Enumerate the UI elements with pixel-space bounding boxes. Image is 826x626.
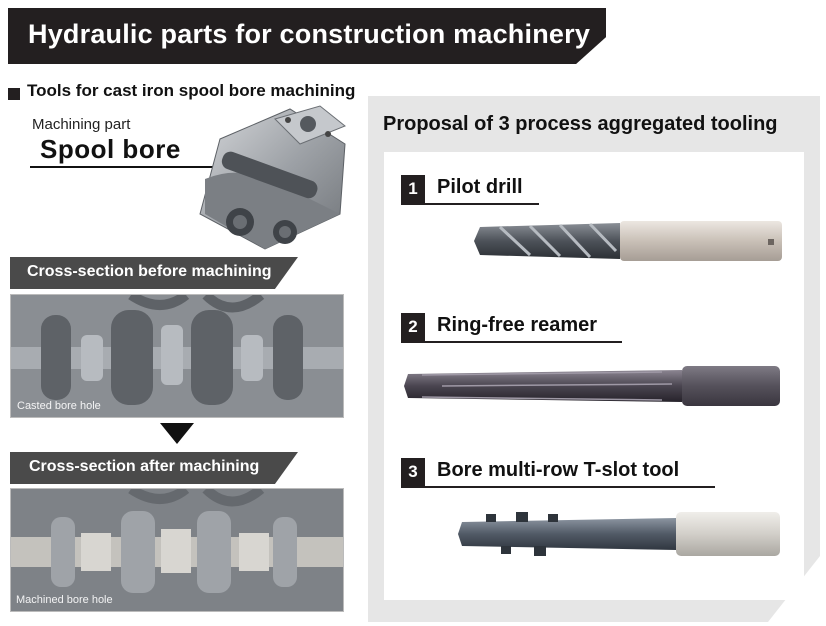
step-underline-3 (401, 486, 715, 488)
machining-part-name: Spool bore (40, 134, 181, 164)
casted-bore-caption: Casted bore hole (17, 400, 101, 412)
section-heading: Tools for cast iron spool bore machining (27, 81, 356, 100)
cross-section-after-label: Cross-section after machining (29, 458, 260, 475)
step-name-2: Ring-free reamer (437, 314, 598, 336)
cross-section-before-label-bar (10, 257, 298, 289)
part-name-underline (30, 166, 226, 168)
down-arrow-icon (160, 423, 194, 444)
machined-bore-caption: Machined bore hole (16, 594, 113, 606)
step-name-3: Bore multi-row T-slot tool (437, 459, 680, 481)
cross-section-after-photo (10, 488, 344, 612)
step-underline-2 (401, 341, 622, 343)
page-title: Hydraulic parts for construction machine… (28, 19, 591, 49)
ring-free-reamer-image (404, 366, 780, 406)
machining-part-label: Machining part (32, 116, 131, 133)
step-number-3: 3 (401, 458, 425, 486)
pilot-drill-image (474, 221, 782, 261)
bullet-square-icon (8, 88, 20, 100)
step-number-2: 2 (401, 313, 425, 341)
panel-title: Proposal of 3 process aggregated tooling (383, 113, 778, 135)
cross-section-after-label-bar (10, 452, 298, 484)
step-name-1: Pilot drill (437, 176, 523, 198)
valve-body-image (199, 105, 346, 250)
step-number-1: 1 (401, 175, 425, 203)
t-slot-tool-image (458, 512, 780, 556)
cross-section-before-label: Cross-section before machining (27, 263, 272, 280)
header-banner (8, 8, 606, 64)
step-underline-1 (401, 203, 539, 205)
cross-section-before-photo (10, 294, 344, 418)
